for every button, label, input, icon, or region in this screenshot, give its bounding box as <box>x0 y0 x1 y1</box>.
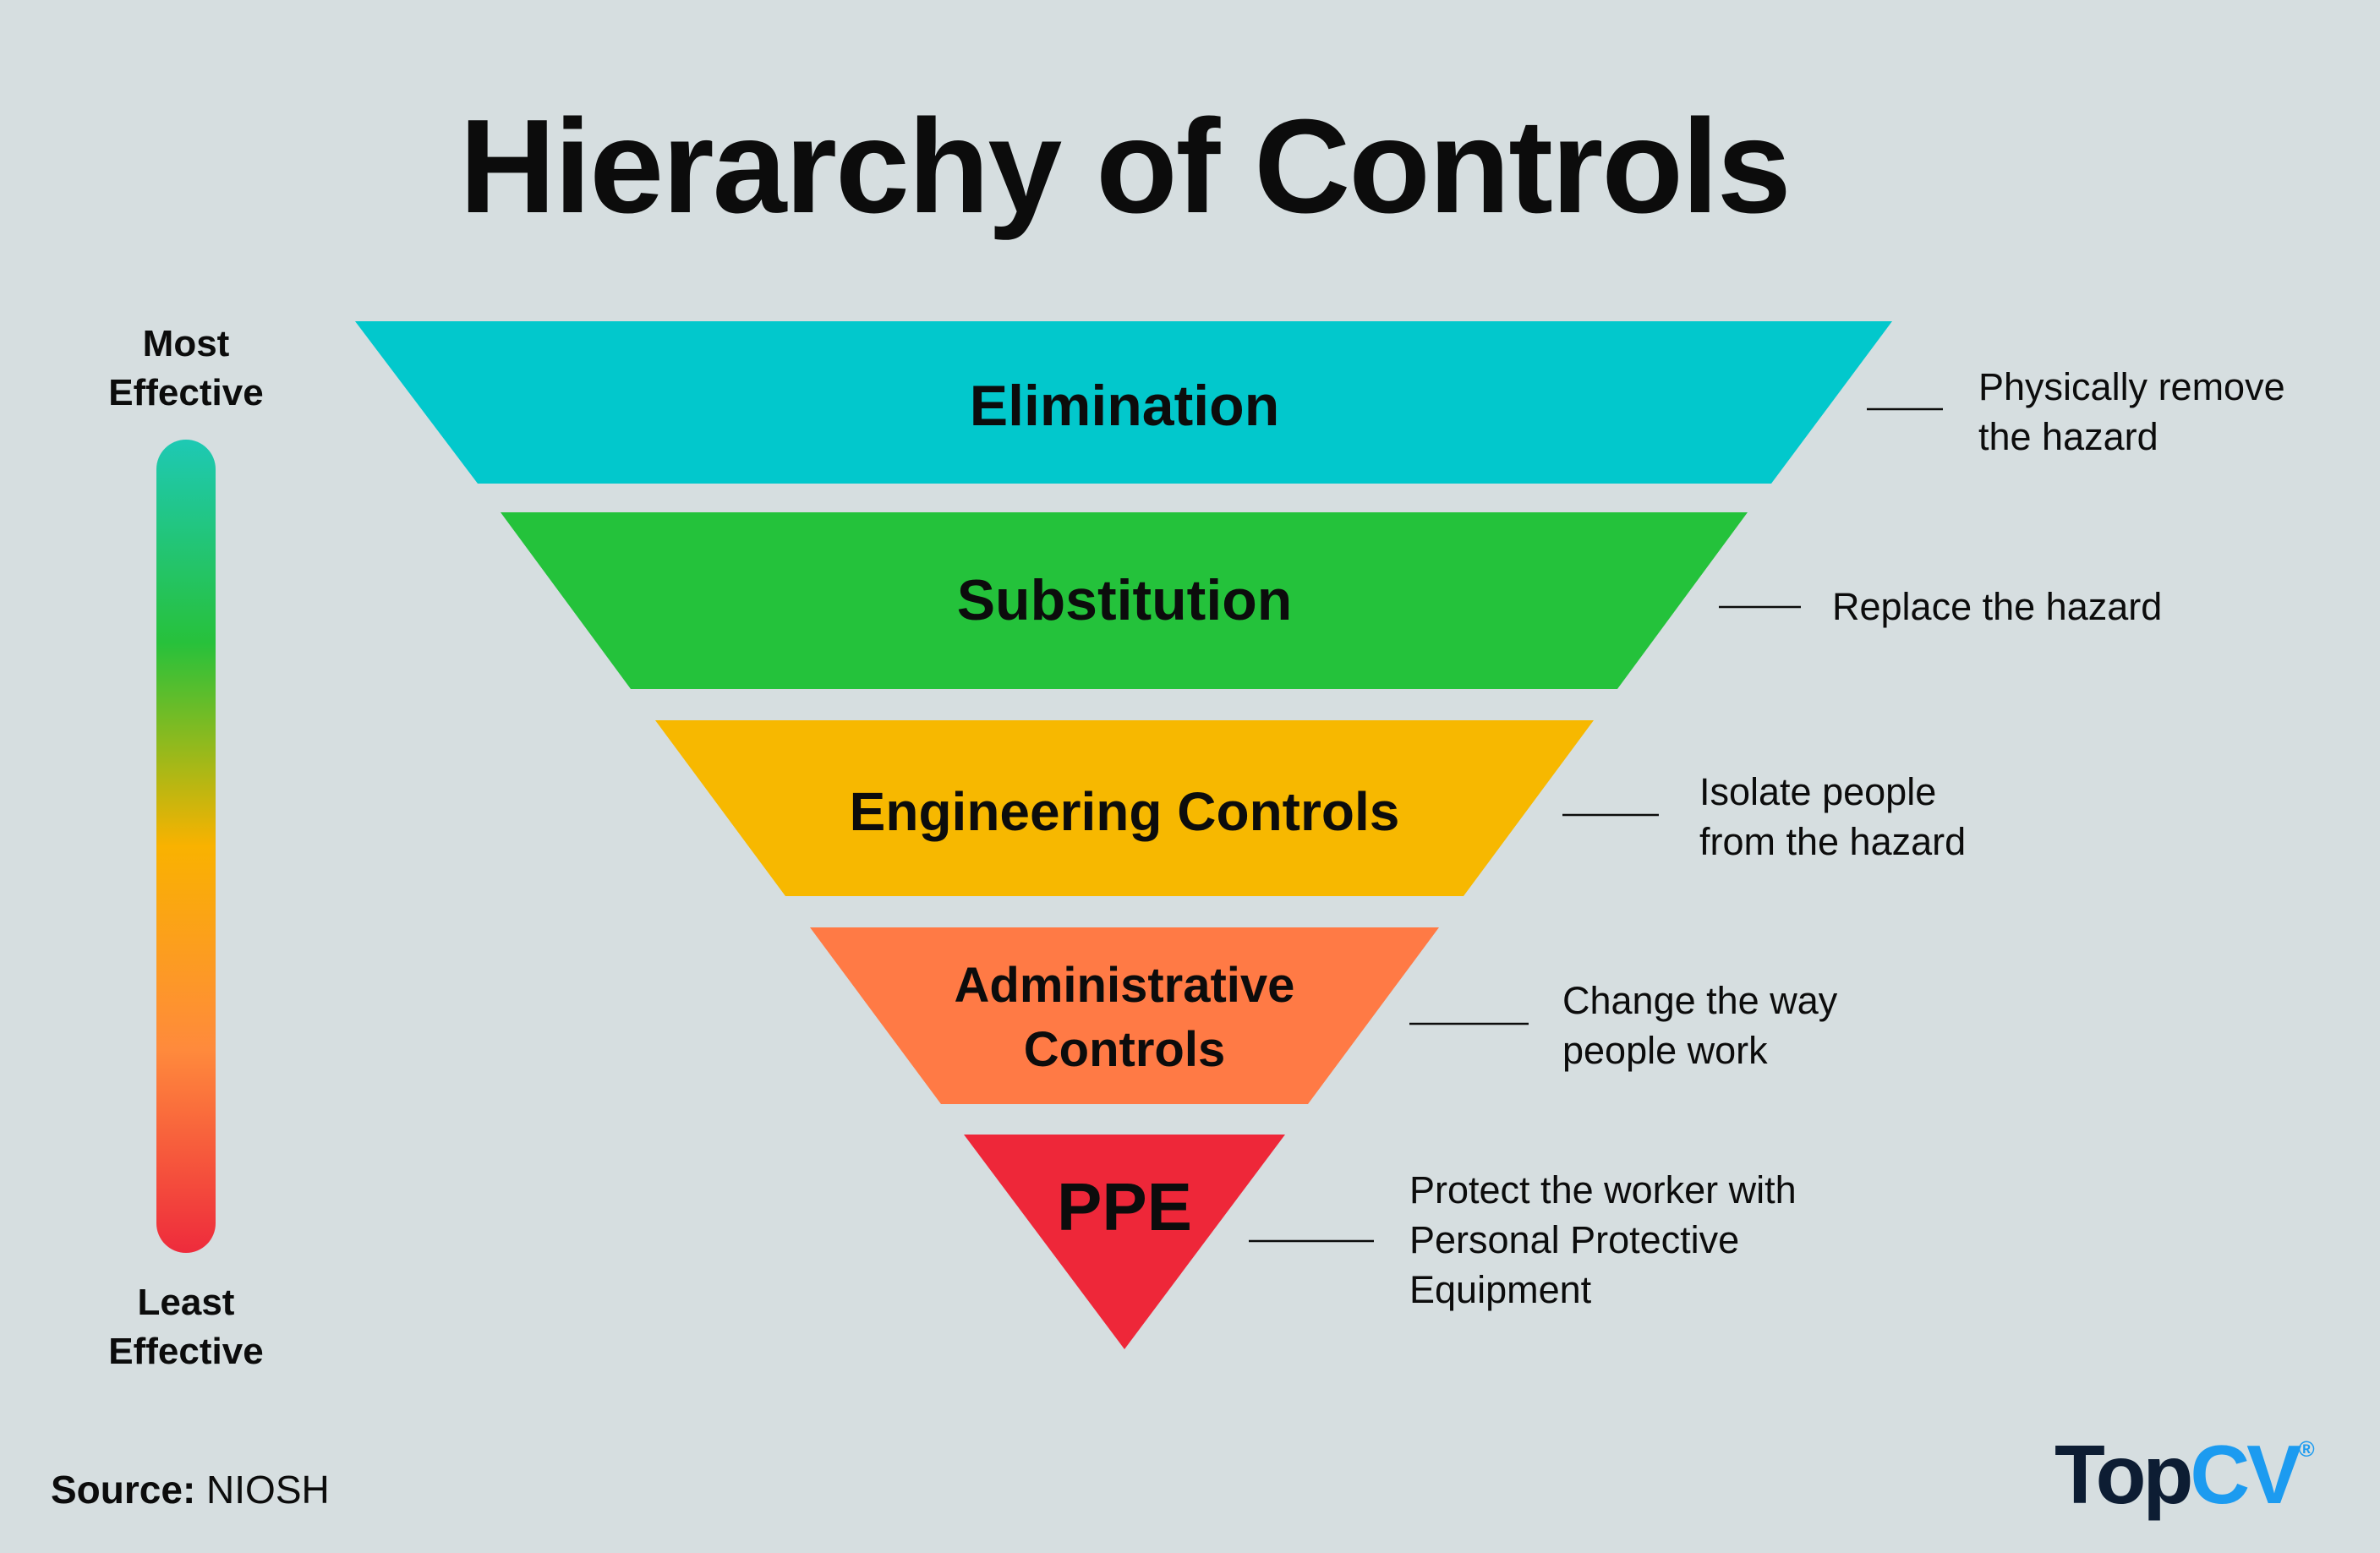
topcv-logo: TopCV® <box>2054 1433 2315 1516</box>
source-label: Source: <box>51 1468 196 1512</box>
description-line1: Change the way <box>1562 979 1838 1022</box>
description-line2: people work <box>1562 1029 1768 1072</box>
description-engineering-controls: Isolate people from the hazard <box>1699 767 1966 867</box>
page-title: Hierarchy of Controls <box>459 92 1791 241</box>
level-label-line1: Substitution <box>956 568 1293 632</box>
level-label-line1: Engineering Controls <box>849 781 1400 842</box>
scale-top-label: Most Effective <box>51 320 321 418</box>
scale-top-line2: Effective <box>108 372 264 413</box>
level-label-line2: Controls <box>1023 1022 1226 1077</box>
engineering-controls-band <box>655 720 1594 896</box>
level-label-engineering-controls: Engineering Controls <box>744 779 1505 844</box>
description-administrative-controls: Change the way people work <box>1562 976 1837 1075</box>
level-label-elimination: Elimination <box>812 374 1437 438</box>
description-line1: Replace the hazard <box>1832 585 2163 628</box>
description-line1: Protect the worker with <box>1409 1168 1797 1211</box>
description-substitution: Replace the hazard <box>1832 582 2162 632</box>
logo-part-top: Top <box>2054 1428 2193 1521</box>
description-line2: the hazard <box>1978 415 2158 458</box>
effectiveness-gradient-bar <box>156 440 216 1253</box>
administrative-controls-band <box>810 927 1439 1104</box>
source-note: Source: NIOSH <box>51 1467 330 1512</box>
scale-top-line1: Most <box>142 323 230 364</box>
ppe-triangle <box>964 1135 1285 1349</box>
scale-bottom-line2: Effective <box>108 1331 264 1372</box>
description-line2: from the hazard <box>1699 820 1967 863</box>
registered-mark: ® <box>2298 1436 2315 1462</box>
level-label-line1: Administrative <box>954 958 1295 1013</box>
scale-bottom-line1: Least <box>137 1282 235 1323</box>
level-label-substitution: Substitution <box>812 568 1437 632</box>
level-label-ppe: PPE <box>955 1169 1294 1244</box>
description-line1: Physically remove <box>1978 365 2285 408</box>
substitution-band <box>501 512 1748 689</box>
description-ppe: Protect the worker with Personal Protect… <box>1409 1165 1797 1315</box>
elimination-band <box>355 321 1892 484</box>
description-line1: Isolate people <box>1699 770 1937 813</box>
description-line2: Personal Protective <box>1409 1218 1740 1261</box>
scale-bottom-label: Least Effective <box>51 1278 321 1376</box>
source-value: NIOSH <box>206 1468 330 1512</box>
logo-part-cv: CV <box>2190 1428 2301 1521</box>
description-elimination: Physically remove the hazard <box>1978 362 2285 462</box>
level-label-line1: PPE <box>1056 1169 1193 1244</box>
level-label-administrative-controls: Administrative Controls <box>871 954 1378 1082</box>
level-label-line1: Elimination <box>969 374 1280 438</box>
description-line3: Equipment <box>1409 1268 1592 1311</box>
